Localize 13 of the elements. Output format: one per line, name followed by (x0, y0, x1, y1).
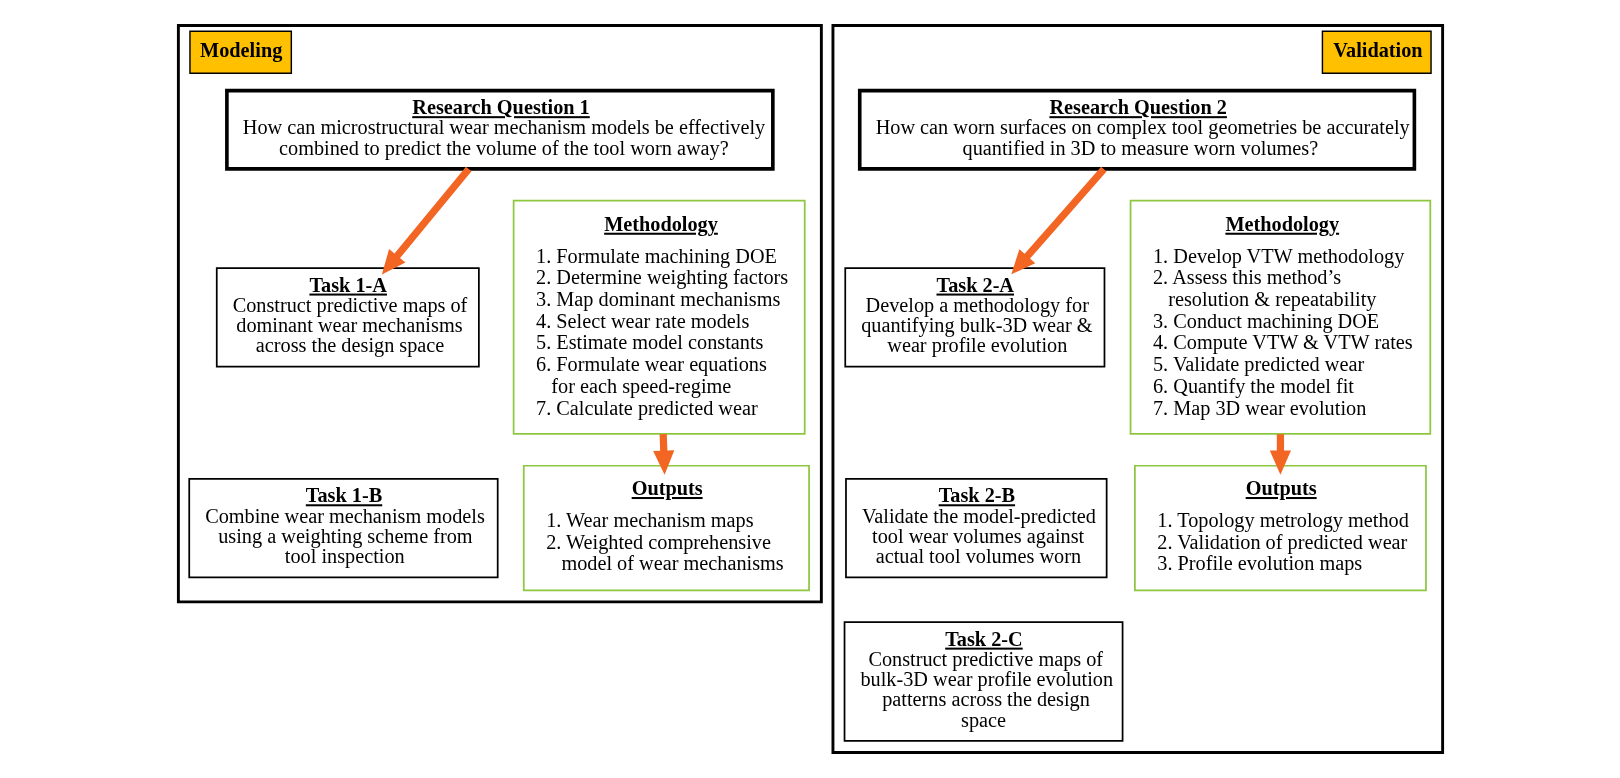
node-box: Task 1-A Construct predictive maps of dominant wear mechanisms across the design space (215, 267, 480, 368)
arrow (1010, 166, 1107, 275)
node-box: Task 2-A Develop a methodology for quantifying bulk-3D wear & wear profile evolution (843, 267, 1105, 368)
node-box: Task 1-B Combine wear mechanism models using a weighting scheme from tool inspection (187, 477, 499, 579)
node-box: Research Question 1 How can microstructural wear mechanism models be effectively combined to predict the volume of the tool worn away? (224, 88, 775, 171)
node-box: Outputs 1. Topology metrology method 2. Validation of predicted wear 3. Profile evolution maps (1133, 464, 1427, 592)
node-box: Task 2-C Construct predictive maps of bulk-3D wear profile evolution patterns across the design space (843, 621, 1123, 742)
node-box: Methodology 1. Formulate machining DOE 2. Determine weighting factors 3. Map dominant mechanisms 4. Select wear rate models 5. Estimate model constants 6. Formulate wear equations for each speed-regime 7. Calculate predicted wear (512, 199, 806, 435)
node-box: Outputs 1. Wear mechanism maps 2. Weighted comprehensive model of wear mechanisms (522, 464, 810, 592)
arrow (381, 166, 472, 275)
node-box: Task 2-B Validate the model-predicted tool wear volumes against actual tool volumes worn (844, 477, 1107, 579)
node-box: Methodology 1. Develop VTW methodology 2. Assess this method’s resolution & repeatability 3. Conduct machining DOE 4. Compute VTW & VTW rates 5. Validate predicted wear 6. Quantify the model fit 7. Map 3D wear evolution (1129, 199, 1431, 435)
node-box: Research Question 2 How can worn surfaces on complex tool geometries be accurately quantified in 3D to measure worn volumes? (857, 88, 1416, 171)
